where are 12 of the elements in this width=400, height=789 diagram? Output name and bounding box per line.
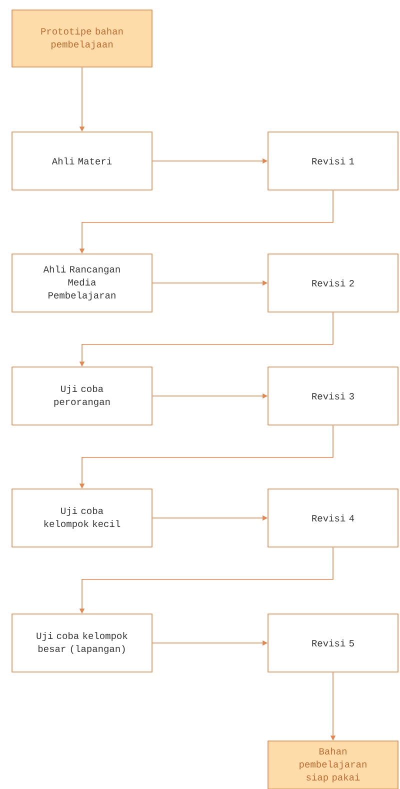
process-box: Revisi 5 bbox=[268, 614, 398, 672]
terminal-box: Bahan pembelajaran siap pakai bbox=[268, 740, 398, 789]
process-box: Uji coba kelompok besar (lapangan) bbox=[12, 614, 152, 672]
process-box: Revisi 3 bbox=[268, 366, 398, 426]
terminal-box: Prototipe bahan pembelajaan bbox=[12, 10, 152, 68]
process-box: Ahli Rancangan Media Pembelajaran bbox=[12, 254, 152, 312]
process-box: Revisi 1 bbox=[268, 132, 398, 190]
process-box: Uji coba perorangan bbox=[12, 366, 152, 426]
process-box: Ahli Materi bbox=[12, 132, 152, 190]
process-box: Uji coba kelompok kecil bbox=[12, 488, 152, 548]
process-box: Revisi 2 bbox=[268, 254, 398, 312]
process-box: Revisi 4 bbox=[268, 488, 398, 548]
